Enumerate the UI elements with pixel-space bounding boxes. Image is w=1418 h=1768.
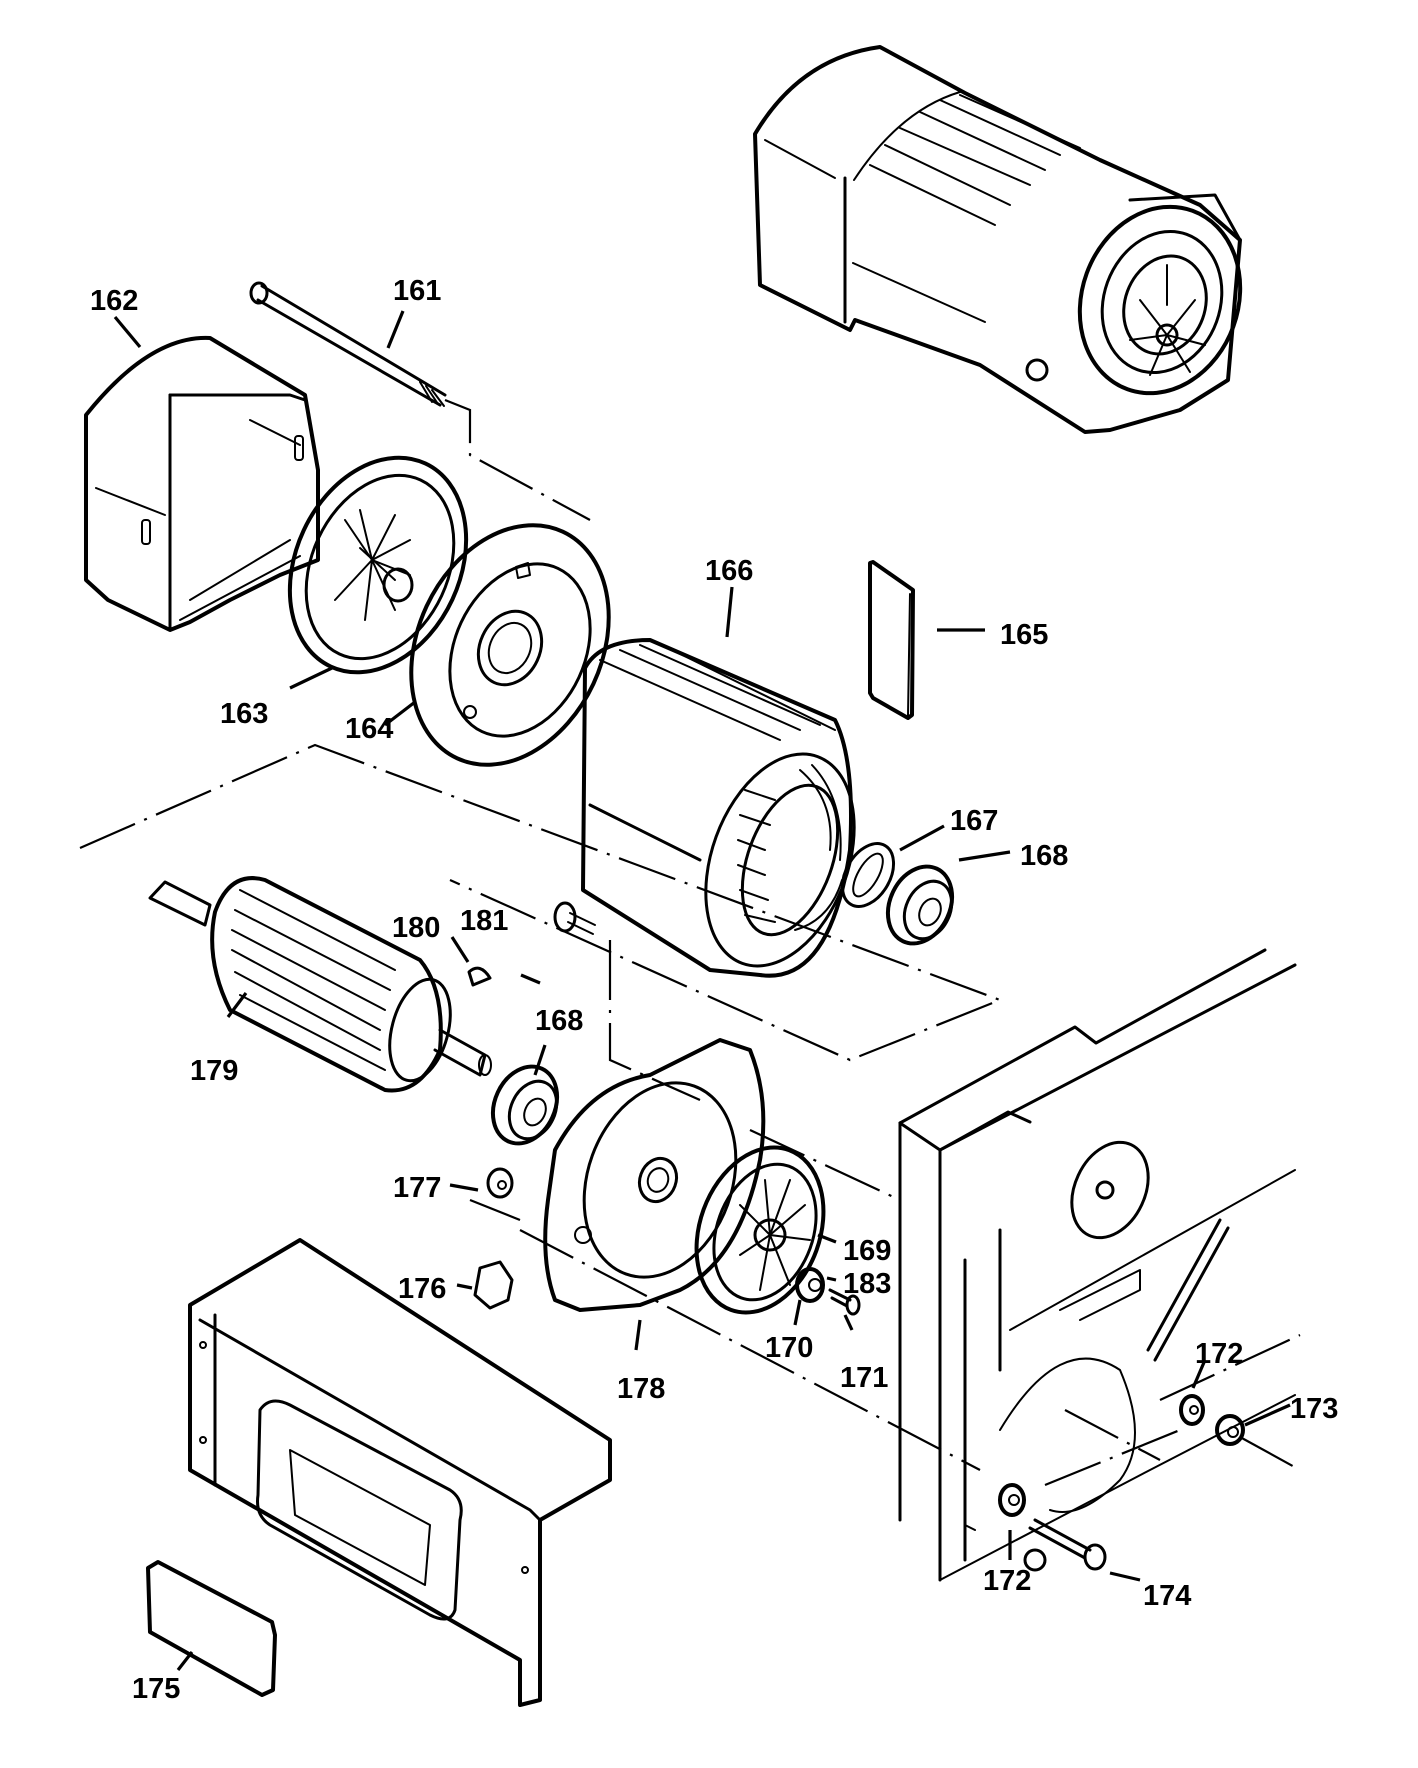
pulley: [694, 1145, 826, 1315]
callout-178: 178: [617, 1373, 665, 1405]
fan-cover: [84, 335, 320, 632]
callout-170: 170: [765, 1332, 813, 1364]
key: [467, 966, 492, 987]
callout-163: 163: [220, 698, 268, 730]
stator-housing: [581, 638, 856, 978]
callout-176: 176: [398, 1273, 446, 1305]
saw-base-panel: [898, 948, 1297, 1582]
callout-161: 161: [393, 275, 441, 307]
washer: [1179, 1394, 1205, 1426]
rating-plate: [868, 560, 915, 720]
callout-169: 169: [843, 1235, 891, 1267]
callout-167: 167: [950, 805, 998, 837]
knob: [473, 1260, 514, 1310]
callout-180: 180: [392, 912, 440, 944]
washer: [795, 1267, 825, 1303]
callout-168-upper: 168: [1020, 840, 1068, 872]
ball-bearing: [490, 1064, 560, 1146]
callout-166: 166: [705, 555, 753, 587]
callout-168-lower: 168: [535, 1005, 583, 1037]
washer: [998, 1483, 1026, 1517]
callout-175: 175: [132, 1673, 180, 1705]
callout-179: 179: [190, 1055, 238, 1087]
fan: [287, 455, 469, 675]
callout-171: 171: [840, 1362, 888, 1394]
assembly-axis-lines: [79, 398, 1301, 1487]
callout-181: 181: [460, 905, 508, 937]
ball-bearing: [885, 864, 955, 946]
nut: [1215, 1414, 1245, 1446]
rear-end-shield: [409, 523, 611, 767]
callout-174: 174: [1143, 1580, 1191, 1612]
callout-172-upper: 172: [1195, 1338, 1243, 1370]
callout-164: 164: [345, 713, 393, 745]
tie-rod: [249, 281, 447, 407]
bolt: [1028, 1518, 1107, 1571]
wave-washer: [840, 842, 896, 908]
callout-173: 173: [1290, 1393, 1338, 1425]
screw: [828, 1288, 861, 1316]
nut: [486, 1167, 514, 1199]
assembled-motor: [753, 45, 1243, 434]
leader-lines: [113, 310, 1291, 1671]
mounting-bracket: [188, 1238, 612, 1707]
callout-162: 162: [90, 285, 138, 317]
callout-183: 183: [843, 1268, 891, 1300]
rotor: [148, 876, 492, 1093]
label-plate: [146, 1560, 277, 1697]
callout-labels: 161 162 163 164 165 166 167 168 181 180 …: [90, 275, 1338, 1705]
callout-172-lower: 172: [983, 1565, 1031, 1597]
callout-177: 177: [393, 1172, 441, 1204]
callout-165: 165: [1000, 619, 1048, 651]
